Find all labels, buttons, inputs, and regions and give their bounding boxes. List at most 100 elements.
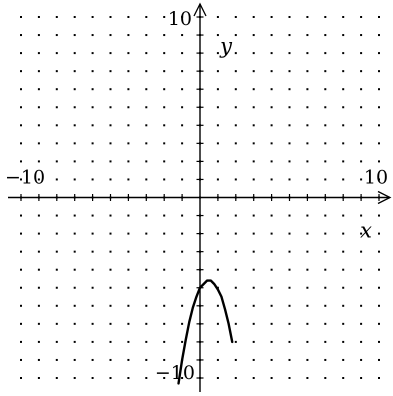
grid-dot	[252, 160, 255, 163]
grid-dot	[288, 358, 291, 361]
grid-dot	[216, 358, 219, 361]
grid-dot	[73, 286, 76, 289]
grid-dot	[109, 88, 112, 91]
grid-dot	[127, 250, 130, 253]
grid-dot	[127, 377, 130, 379]
grid-dot	[55, 377, 58, 379]
grid-dot	[20, 268, 22, 271]
grid-dot	[216, 377, 219, 379]
grid-dot	[252, 88, 255, 91]
grid-dot	[342, 70, 345, 73]
grid-dot	[20, 106, 22, 109]
grid-dot	[360, 124, 363, 127]
grid-dot	[306, 304, 309, 307]
grid-dot	[288, 322, 291, 325]
grid-dot	[55, 16, 58, 18]
grid-dot	[37, 142, 40, 145]
grid-dot	[288, 34, 291, 37]
grid-dot	[127, 214, 130, 217]
grid-dot	[270, 70, 273, 73]
grid-dot	[145, 304, 148, 307]
grid-dot	[20, 377, 22, 379]
grid-dot	[270, 377, 273, 379]
grid-dot	[163, 106, 166, 109]
grid-dot	[324, 358, 327, 361]
grid-dot	[37, 358, 40, 361]
grid-dot	[234, 106, 237, 109]
grid-dot	[37, 106, 40, 109]
grid-dot	[324, 340, 327, 343]
grid-dot	[20, 286, 22, 289]
grid-dot	[252, 377, 255, 379]
grid-dot	[324, 304, 327, 307]
grid-dot	[360, 178, 363, 181]
grid-dot	[252, 124, 255, 127]
grid-dot	[360, 250, 363, 253]
grid-dot	[288, 286, 291, 289]
grid-dot	[234, 268, 237, 271]
grid-dot	[127, 88, 130, 91]
grid-dot	[360, 286, 363, 289]
grid-dot	[216, 52, 219, 55]
grid-dot	[145, 160, 148, 163]
grid-dot	[234, 178, 237, 181]
grid-dot	[109, 178, 112, 181]
grid-dot	[360, 340, 363, 343]
grid-dot	[73, 52, 76, 55]
grid-dot	[91, 340, 94, 343]
grid-dot	[378, 322, 380, 325]
grid-dot	[37, 250, 40, 253]
grid-dot	[288, 214, 291, 217]
grid-dot	[20, 52, 22, 55]
grid-dot	[324, 250, 327, 253]
grid-dot	[288, 70, 291, 73]
grid-dot	[378, 124, 380, 127]
grid-dot	[288, 88, 291, 91]
grid-dot	[145, 232, 148, 235]
grid-dot	[234, 377, 237, 379]
grid-dot	[360, 214, 363, 217]
grid-dot	[360, 268, 363, 271]
grid-dot	[181, 250, 184, 253]
grid-dot	[324, 106, 327, 109]
grid-dot	[378, 16, 380, 18]
grid-dot	[163, 88, 166, 91]
grid-dot	[145, 106, 148, 109]
grid-dot	[181, 70, 184, 73]
grid-dot	[342, 178, 345, 181]
grid-dot	[270, 304, 273, 307]
grid-dot	[234, 250, 237, 253]
grid-dot	[109, 250, 112, 253]
grid-dot	[145, 124, 148, 127]
grid-dot	[378, 232, 380, 235]
grid-dot	[216, 250, 219, 253]
grid-dot	[306, 358, 309, 361]
grid-dot	[360, 88, 363, 91]
grid-dot	[270, 88, 273, 91]
grid-dot	[216, 214, 219, 217]
grid-dot	[37, 16, 40, 18]
grid-dot	[37, 268, 40, 271]
grid-dot	[306, 34, 309, 37]
grid-dot	[73, 232, 76, 235]
grid-dot	[145, 178, 148, 181]
grid-dot	[288, 106, 291, 109]
grid-dot	[378, 52, 380, 55]
grid-dot	[270, 34, 273, 37]
grid-dot	[145, 52, 148, 55]
grid-dot	[181, 304, 184, 307]
y-tick-label-min: −10	[155, 362, 195, 384]
grid-dot	[378, 340, 380, 343]
grid-dot	[270, 286, 273, 289]
grid-dot	[378, 377, 380, 379]
grid-dot	[252, 268, 255, 271]
grid-dot	[73, 214, 76, 217]
grid-dot	[378, 358, 380, 361]
grid-dot	[288, 377, 291, 379]
grid-dot	[324, 160, 327, 163]
grid-dot	[37, 124, 40, 127]
grid-dot	[55, 34, 58, 37]
grid-dot	[342, 124, 345, 127]
grid-dot	[378, 286, 380, 289]
grid-dot	[306, 286, 309, 289]
